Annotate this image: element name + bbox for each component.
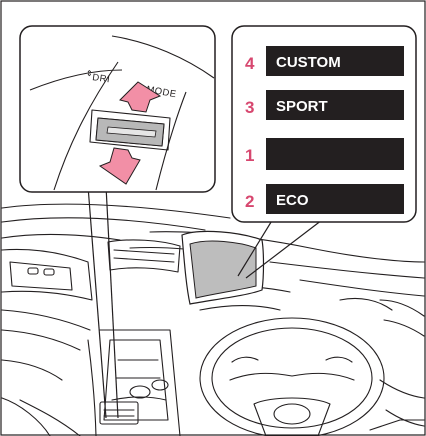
mode-row-eco: 2 ECO <box>245 184 404 214</box>
mode-number: 3 <box>245 98 254 117</box>
mode-label: CUSTOM <box>276 54 341 71</box>
mode-panel <box>266 138 404 170</box>
mode-number: 1 <box>245 146 254 165</box>
mode-row-sport: 3 SPORT <box>245 90 404 120</box>
mode-label: ECO <box>276 192 309 209</box>
center-display <box>182 231 264 304</box>
mode-row-normal: 1 <box>245 138 404 170</box>
mode-number: 2 <box>245 192 254 211</box>
switch-mark-icon: ⇕ <box>86 69 93 78</box>
mode-row-custom: 4 CUSTOM <box>245 46 404 76</box>
mode-number: 4 <box>245 54 255 73</box>
mode-label: SPORT <box>276 98 328 115</box>
switch-callout: DRI MODE ⇕ <box>20 26 215 192</box>
mode-list-callout: 4 CUSTOM 3 SPORT 1 2 ECO <box>232 26 416 222</box>
